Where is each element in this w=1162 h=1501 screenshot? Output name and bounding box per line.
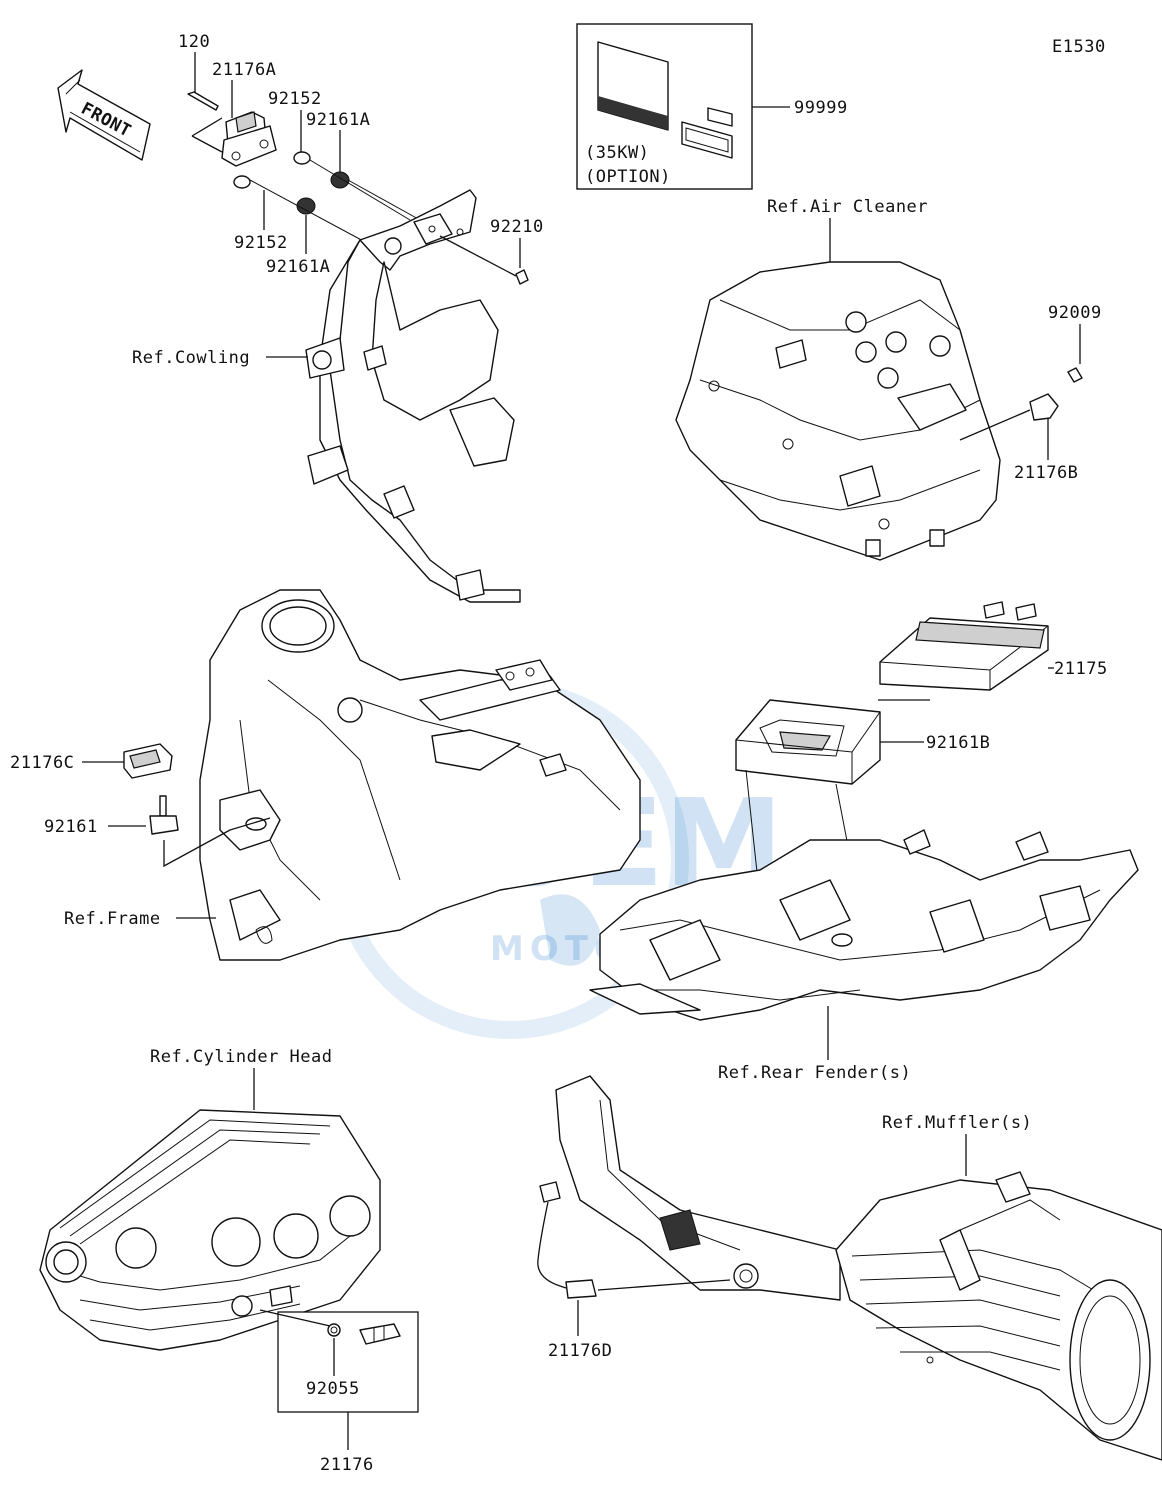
- collar-92152-bottom-icon: [233, 175, 251, 189]
- sensor-21176-group: 92055 21176: [259, 1309, 419, 1475]
- sensor-21176-icon: [359, 1323, 401, 1345]
- muffler: Ref.Muffler(s): [835, 1113, 1162, 1461]
- option-line2: (OPTION): [585, 167, 671, 187]
- ref-frame: Ref.Frame: [64, 909, 161, 929]
- ref-cylinder-head: Ref.Cylinder Head: [150, 1047, 333, 1067]
- ref-rear-fender: Ref.Rear Fender(s): [718, 1063, 911, 1083]
- cowling-bracket: 92210 Ref.Cowling: [132, 189, 544, 603]
- part-92161A-bottom: 92161A: [266, 257, 330, 277]
- grommet-92161-icon: [149, 815, 179, 835]
- front-arrow-icon: FRONT: [57, 69, 151, 161]
- part-21176C: 21176C: [10, 753, 74, 773]
- part-92161: 92161: [44, 817, 98, 837]
- diagram-code: E1530: [1052, 37, 1106, 57]
- sensor-21176B-icon: [1029, 393, 1059, 421]
- sensor-21176A-icon: [221, 111, 277, 167]
- part-92152-bottom: 92152: [234, 233, 288, 253]
- part-92161B: 92161B: [926, 733, 990, 753]
- air-cleaner: Ref.Air Cleaner: [675, 197, 1001, 561]
- part-99999: 99999: [794, 98, 848, 118]
- option-line1: (35KW): [585, 143, 649, 163]
- part-92055: 92055: [306, 1379, 360, 1399]
- part-21176D: 21176D: [548, 1341, 612, 1361]
- ref-air-cleaner: Ref.Air Cleaner: [767, 197, 928, 217]
- part-92009: 92009: [1048, 303, 1102, 323]
- screw-92009-icon: [1067, 367, 1083, 383]
- part-92152-top: 92152: [268, 89, 322, 109]
- oxygen-sensor-21176D: 21176D: [537, 1181, 731, 1361]
- ref-muffler: Ref.Muffler(s): [882, 1113, 1032, 1133]
- ecu-holder-92161B: 92161B: [735, 699, 990, 961]
- option-kit-box: (35KW) (OPTION) 99999: [576, 23, 848, 190]
- part-92210: 92210: [490, 217, 544, 237]
- sensor-21176B-group: 92009 21176B: [959, 303, 1102, 483]
- ecu-21175: 21175: [878, 601, 1108, 701]
- part-21176A: 21176A: [212, 60, 276, 80]
- part-21175: 21175: [1054, 659, 1108, 679]
- decal-sheet-icon: [597, 41, 733, 159]
- exhaust-pipe: [555, 1075, 841, 1301]
- washer-92055-icon: [327, 1323, 341, 1337]
- part-21176B: 21176B: [1014, 463, 1078, 483]
- part-120: 120: [178, 32, 210, 52]
- sensor-21176C-group: 21176C 92161: [10, 743, 271, 868]
- part-92161A-top: 92161A: [306, 110, 370, 130]
- nut-92210-icon: [515, 269, 529, 285]
- frame: Ref.Frame: [64, 589, 641, 961]
- rear-fender: Ref.Rear Fender(s): [589, 829, 1139, 1083]
- ref-cowling: Ref.Cowling: [132, 348, 250, 368]
- sensor-21176D-icon: [565, 1279, 597, 1299]
- cylinder-head: Ref.Cylinder Head: [39, 1047, 381, 1351]
- part-21176: 21176: [320, 1455, 374, 1475]
- sensor-bracket-group: 120 21176A 92152 92161A 92152 92161A: [178, 32, 421, 277]
- bolt-120-icon: [187, 91, 219, 111]
- collar-92152-top-icon: [293, 151, 311, 165]
- grommet-92161A-bottom-icon: [296, 197, 316, 215]
